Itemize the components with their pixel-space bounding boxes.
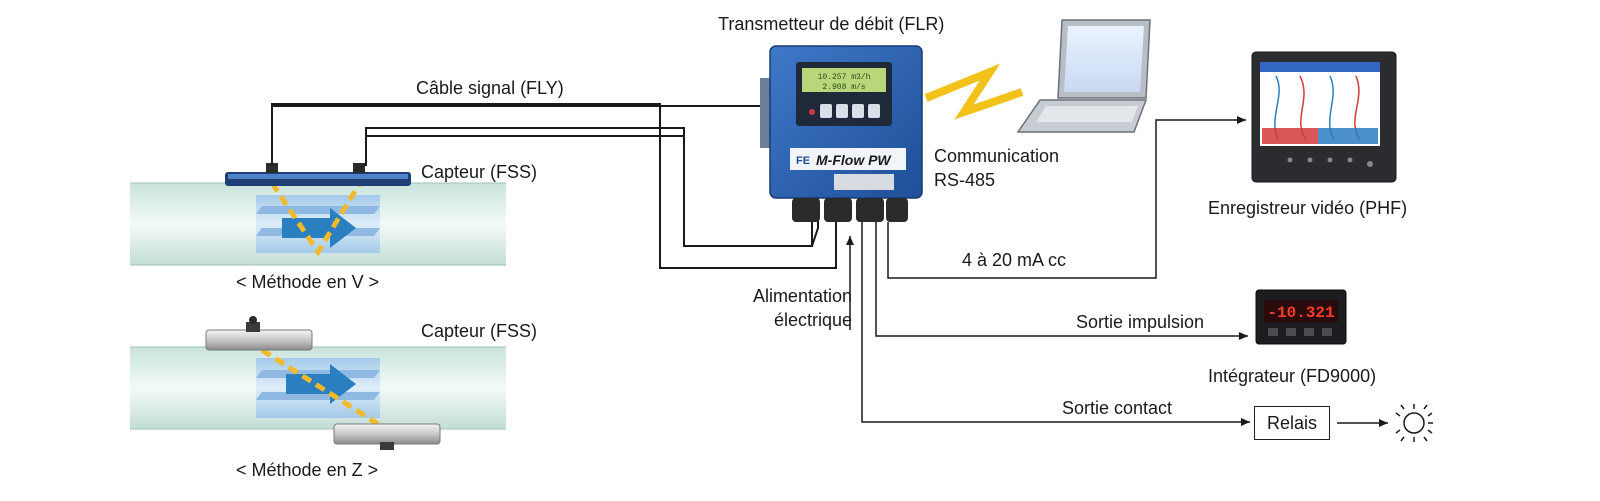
flow-arrow-v	[282, 208, 356, 248]
sensor-bottom-label: Capteur (FSS)	[421, 321, 538, 341]
analog-output-label: 4 à 20 mA cc	[962, 250, 1067, 270]
signal-cable-label: Câble signal (FLY)	[416, 78, 564, 98]
relay-label: Relais	[1266, 412, 1318, 433]
integrator-device: -10.321	[1255, 289, 1347, 345]
sensor-z-lower	[333, 423, 441, 450]
integrator-readout: -10.321	[1267, 304, 1334, 322]
recorder-label: Enregistreur vidéo (PHF)	[1208, 198, 1408, 218]
pipe-z-method	[130, 346, 506, 430]
method-v-label: < Méthode en V >	[236, 272, 380, 292]
flow-transmitter: 10.257 m3/h 2.908 m/s FE M-Flow PW	[760, 45, 923, 222]
power-label-line2: électrique	[773, 310, 852, 330]
transmitter-label: Transmetteur de débit (FLR)	[718, 14, 945, 34]
analog-output-line	[887, 116, 1246, 279]
sensor-rail-v	[225, 163, 411, 186]
signal-cable-loops	[271, 103, 837, 269]
rs485-label: RS-485	[934, 170, 996, 190]
pulse-output-label: Sortie impulsion	[1076, 312, 1205, 332]
contact-output-label: Sortie contact	[1062, 398, 1173, 418]
cable-glands	[792, 198, 908, 222]
communication-label: Communication	[934, 146, 1060, 166]
ultrasonic-beam-v	[269, 181, 363, 257]
pipe-v-method	[130, 181, 506, 266]
lcd-line-1: 10.257 m3/h	[818, 73, 871, 82]
pulse-output-line	[875, 222, 1248, 340]
rs485-link	[924, 63, 1024, 120]
sensor-z-upper	[205, 316, 313, 351]
contact-output-line	[861, 222, 1250, 426]
water-stream-z	[256, 358, 380, 418]
video-recorder	[1251, 51, 1397, 183]
laptop	[1016, 19, 1151, 133]
lamp-icon	[1395, 404, 1433, 442]
relay-box: Relais	[1254, 406, 1330, 440]
lcd-line-2: 2.908 m/s	[822, 83, 865, 92]
integrator-label: Intégrateur (FD9000)	[1208, 366, 1377, 386]
method-z-label: < Méthode en Z >	[236, 460, 379, 480]
flow-arrow-z	[286, 364, 356, 404]
brand-label: M-Flow PW	[816, 152, 892, 168]
fuji-logo: FE	[796, 155, 810, 167]
ultrasonic-beam-z	[260, 347, 380, 427]
sensor-top-label: Capteur (FSS)	[421, 162, 538, 182]
power-label-line1: Alimentation	[752, 286, 852, 306]
transmitter-lcd	[802, 68, 886, 92]
